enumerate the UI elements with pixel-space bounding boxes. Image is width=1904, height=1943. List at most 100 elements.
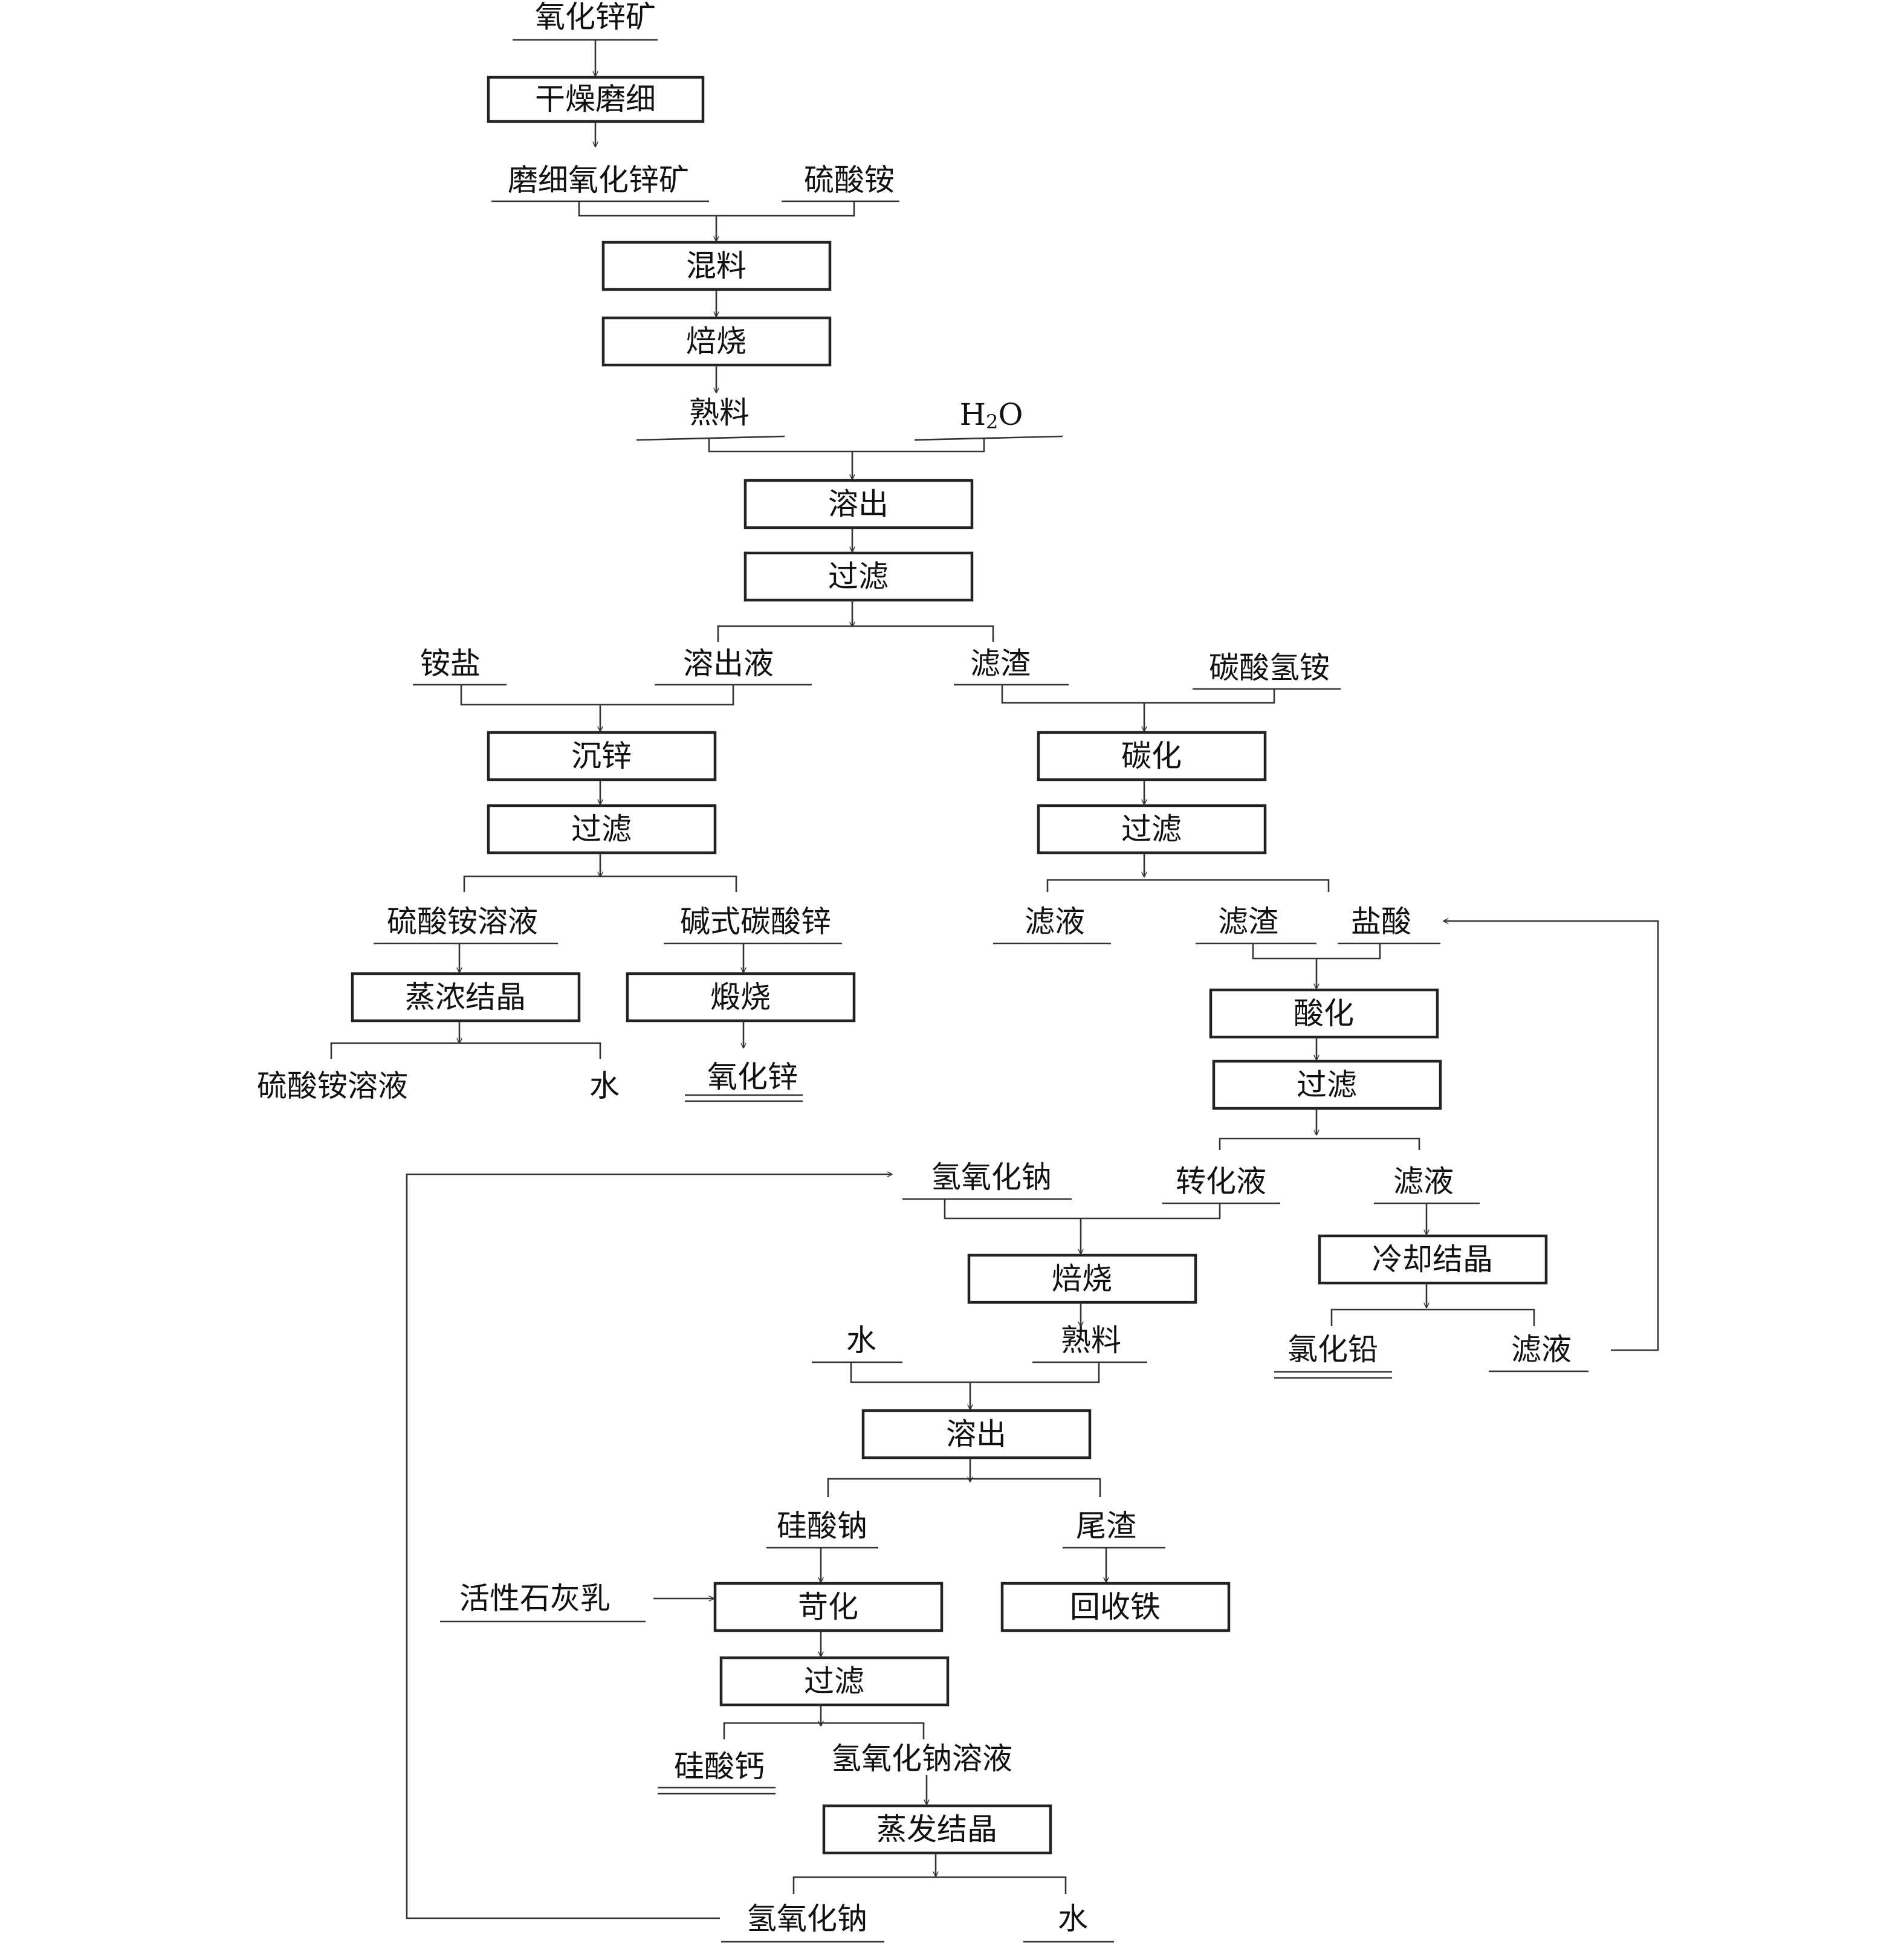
svg-text:磨细氧化锌矿: 磨细氧化锌矿 <box>508 163 689 198</box>
process-leaching-1-label: 溶出 <box>828 487 889 522</box>
process-leaching-2: 溶出 <box>861 1409 1092 1460</box>
material-zinc-oxide-ore: 氧化锌矿 <box>513 0 658 41</box>
material-ammonium-salt: 铵盐 <box>413 646 507 686</box>
material-ground-zinc-oxide-ore: 磨细氧化锌矿 <box>491 163 709 202</box>
svg-text:硫酸铵溶液: 硫酸铵溶液 <box>387 904 538 939</box>
process-evaporation-crystallization-1: 蒸浓结晶 <box>351 972 581 1023</box>
material-ammonium-sulfate-solution-2: 硫酸铵溶液 <box>257 1068 408 1104</box>
process-roasting-1: 焙烧 <box>601 316 832 367</box>
material-clinker-1: 熟料 <box>636 395 785 441</box>
svg-text:氢氧化钠: 氢氧化钠 <box>746 1901 867 1936</box>
material-water-h2o: H2O <box>914 397 1063 441</box>
process-calcination-label: 煅烧 <box>710 980 771 1015</box>
svg-text:氢氧化钠: 氢氧化钠 <box>931 1160 1052 1195</box>
process-filter-5: 过滤 <box>719 1656 950 1707</box>
material-ammonium-sulfate: 硫酸铵 <box>782 163 899 202</box>
process-filter-1-label: 过滤 <box>828 559 889 594</box>
process-filter-5-label: 过滤 <box>804 1664 864 1699</box>
process-zinc-precipitation: 沉锌 <box>487 731 717 781</box>
process-mixing: 混料 <box>601 241 832 291</box>
material-tailings: 尾渣 <box>1063 1508 1165 1549</box>
process-filter-3-label: 过滤 <box>1121 812 1182 847</box>
process-iron-recovery: 回收铁 <box>1000 1582 1231 1632</box>
svg-text:熟料: 熟料 <box>689 395 750 430</box>
process-zinc-precipitation-label: 沉锌 <box>571 739 632 774</box>
material-active-lime-milk: 活性石灰乳 <box>440 1581 646 1623</box>
svg-text:氢氧化钠溶液: 氢氧化钠溶液 <box>831 1741 1012 1776</box>
process-filter-4-label: 过滤 <box>1297 1067 1357 1102</box>
svg-text:滤液: 滤液 <box>1025 904 1085 939</box>
material-sodium-hydroxide-input: 氢氧化钠 <box>902 1160 1072 1200</box>
svg-text:水: 水 <box>589 1068 620 1104</box>
process-filter-3: 过滤 <box>1037 804 1267 855</box>
material-clinker-2: 熟料 <box>1032 1323 1147 1363</box>
process-evaporation-crystallization-2: 蒸发结晶 <box>822 1804 1052 1855</box>
svg-text:硫酸铵溶液: 硫酸铵溶液 <box>257 1068 408 1104</box>
material-filtrate-2: 滤液 <box>1374 1164 1480 1204</box>
svg-text:滤液: 滤液 <box>1393 1164 1454 1199</box>
svg-text:碳酸氢铵: 碳酸氢铵 <box>1209 650 1330 685</box>
process-calcination: 煅烧 <box>626 972 856 1023</box>
process-mixing-label: 混料 <box>686 248 746 283</box>
svg-text:氯化铅: 氯化铅 <box>1287 1332 1378 1367</box>
process-leaching-1: 溶出 <box>743 479 974 529</box>
svg-text:水: 水 <box>846 1323 876 1358</box>
material-zinc-oxide: 氧化锌 <box>685 1059 803 1102</box>
material-lead-chloride: 氯化铅 <box>1274 1332 1392 1379</box>
svg-text:水: 水 <box>1058 1901 1088 1936</box>
svg-text:滤渣: 滤渣 <box>970 646 1031 681</box>
material-basic-zinc-carbonate: 碱式碳酸锌 <box>664 904 842 945</box>
process-acidification-label: 酸化 <box>1294 996 1354 1031</box>
material-water-3: 水 <box>1023 1901 1114 1943</box>
connectors <box>330 40 1659 1919</box>
process-roasting-2: 焙烧 <box>967 1253 1197 1304</box>
material-ammonium-bicarbonate: 碳酸氢铵 <box>1193 650 1341 690</box>
svg-text:氧化锌矿: 氧化锌矿 <box>535 0 656 34</box>
material-ammonium-sulfate-solution-1: 硫酸铵溶液 <box>374 904 558 945</box>
process-filter-4: 过滤 <box>1212 1059 1442 1110</box>
material-leach-liquor: 溶出液 <box>655 646 812 686</box>
process-roasting-1-label: 焙烧 <box>686 324 746 359</box>
process-leaching-2-label: 溶出 <box>946 1417 1006 1452</box>
process-causticization-label: 苛化 <box>798 1589 858 1625</box>
svg-text:碱式碳酸锌: 碱式碳酸锌 <box>680 904 831 939</box>
process-dry-grind: 干燥磨细 <box>487 76 705 123</box>
svg-text:H2O: H2O <box>960 397 1023 433</box>
material-hydrochloric-acid: 盐酸 <box>1338 904 1440 945</box>
material-converted-liquor: 转化液 <box>1162 1164 1280 1204</box>
material-sodium-hydroxide-output: 氢氧化钠 <box>721 1901 884 1943</box>
svg-text:硅酸钙: 硅酸钙 <box>674 1749 765 1784</box>
svg-text:铵盐: 铵盐 <box>420 646 481 681</box>
svg-text:硅酸钠: 硅酸钠 <box>777 1508 867 1544</box>
material-sodium-silicate: 硅酸钠 <box>766 1508 878 1549</box>
svg-text:盐酸: 盐酸 <box>1351 904 1411 939</box>
svg-text:溶出液: 溶出液 <box>683 646 774 681</box>
process-evaporation-crystallization-2-label: 蒸发结晶 <box>876 1812 997 1847</box>
material-calcium-silicate: 硅酸钙 <box>658 1749 776 1795</box>
process-carbonation-label: 碳化 <box>1121 739 1182 774</box>
process-iron-recovery-label: 回收铁 <box>1070 1589 1161 1625</box>
material-filtrate-1: 滤液 <box>993 904 1111 945</box>
material-water-2: 水 <box>812 1323 902 1363</box>
svg-text:尾渣: 尾渣 <box>1076 1508 1136 1544</box>
svg-text:滤渣: 滤渣 <box>1218 904 1278 939</box>
process-dry-grind-label: 干燥磨细 <box>535 82 656 117</box>
svg-text:活性石灰乳: 活性石灰乳 <box>459 1581 610 1616</box>
process-carbonation: 碳化 <box>1037 731 1267 781</box>
process-filter-2-label: 过滤 <box>571 812 632 847</box>
material-filter-residue-2: 滤渣 <box>1196 904 1316 945</box>
svg-text:转化液: 转化液 <box>1176 1164 1266 1199</box>
process-acidification: 酸化 <box>1209 988 1439 1039</box>
svg-text:滤液: 滤液 <box>1511 1332 1572 1367</box>
process-cooling-crystallization: 冷却结晶 <box>1318 1234 1548 1285</box>
process-causticization: 苛化 <box>713 1582 944 1632</box>
material-filtrate-3: 滤液 <box>1489 1332 1588 1372</box>
process-cooling-crystallization-label: 冷却结晶 <box>1372 1242 1493 1277</box>
material-filter-residue-1: 滤渣 <box>954 646 1069 686</box>
process-roasting-2-label: 焙烧 <box>1052 1261 1112 1296</box>
material-sodium-hydroxide-solution: 氢氧化钠溶液 <box>831 1741 1012 1776</box>
svg-text:熟料: 熟料 <box>1061 1323 1121 1358</box>
svg-text:氧化锌: 氧化锌 <box>707 1059 798 1094</box>
process-evaporation-crystallization-1-label: 蒸浓结晶 <box>405 980 526 1015</box>
